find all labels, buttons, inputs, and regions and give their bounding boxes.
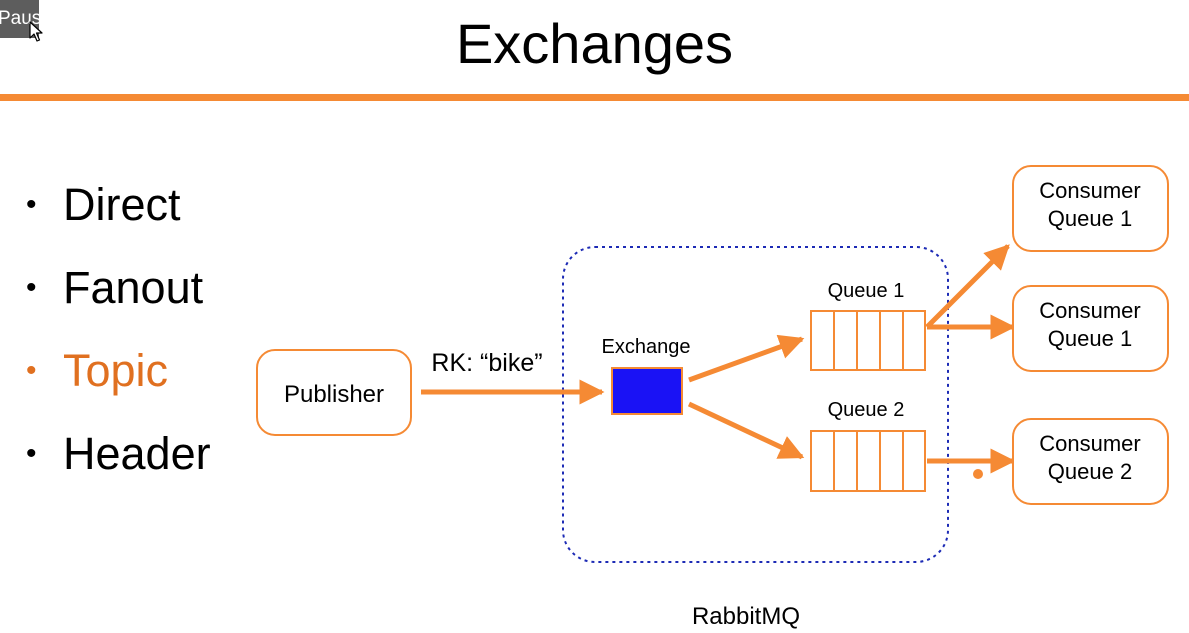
bullet-dot-icon: • — [26, 271, 37, 304]
consumer-1-line2: Queue 1 — [1048, 206, 1132, 231]
mouse-cursor-icon — [29, 21, 43, 42]
consumer-1-line1: Consumer — [1039, 178, 1140, 203]
bullet-label: Fanout — [63, 262, 204, 313]
exchange-to-queue1-arrow — [688, 334, 805, 383]
consumer-3-line2: Queue 2 — [1048, 459, 1132, 484]
exchange-type-list: • Direct • Fanout • Topic • Header — [26, 176, 211, 508]
queue1-box — [810, 310, 926, 371]
publisher-label: Publisher — [284, 381, 384, 408]
exchange-box — [611, 367, 683, 415]
exchange-to-queue2-arrow — [687, 401, 805, 460]
bullet-label: Direct — [63, 179, 181, 230]
bullet-item-header: • Header — [26, 425, 211, 508]
bullet-dot-icon: • — [26, 188, 37, 221]
broker-label: RabbitMQ — [692, 603, 800, 630]
queue2-label: Queue 2 — [828, 399, 905, 421]
consumer-box-3 — [1012, 418, 1169, 505]
broker-boundary — [562, 246, 949, 563]
queue1-label: Queue 1 — [828, 280, 905, 302]
consumer-box-2 — [1012, 285, 1169, 372]
pause-button[interactable]: Pause — [0, 0, 39, 38]
title-divider — [0, 94, 1189, 101]
bullet-dot-icon: • — [26, 437, 37, 470]
consumer-box-1 — [1012, 165, 1169, 252]
bullet-label: Topic — [63, 345, 169, 396]
bullet-item-fanout: • Fanout — [26, 259, 211, 342]
bullet-dot-icon: • — [26, 354, 37, 387]
exchange-label: Exchange — [602, 336, 691, 358]
consumer-2-line2: Queue 1 — [1048, 326, 1132, 351]
consumer-3-line1: Consumer — [1039, 431, 1140, 456]
pause-label: Pause — [0, 8, 39, 29]
routing-key-label: RK: “bike” — [431, 349, 542, 377]
bullet-item-topic: • Topic — [26, 342, 211, 425]
publisher-box — [256, 349, 412, 436]
bullet-label: Header — [63, 428, 211, 479]
slide-title: Exchanges — [455, 12, 734, 75]
queue2-box — [810, 430, 926, 492]
queue1-to-consumer1-arrow — [925, 244, 1010, 329]
message-dot — [973, 469, 983, 479]
consumer-2-line1: Consumer — [1039, 298, 1140, 323]
bullet-item-direct: • Direct — [26, 176, 211, 259]
